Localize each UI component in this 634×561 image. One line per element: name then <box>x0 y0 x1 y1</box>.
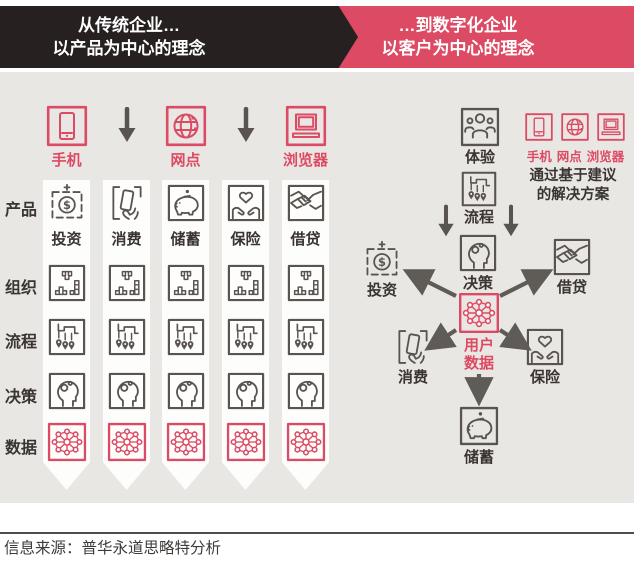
decision-icon <box>458 233 498 273</box>
process-icon <box>459 170 499 208</box>
mini-channel-labels: 手机 网点 浏览器 <box>517 146 634 165</box>
invest-label: 投资 <box>366 282 397 299</box>
decision-label: 决策 <box>462 275 493 292</box>
channel-label-browser: 浏览器 <box>282 152 328 169</box>
data-network-icon <box>285 421 327 463</box>
process-icon <box>166 317 206 357</box>
consume-icon <box>393 327 433 367</box>
phone-icon <box>45 104 89 148</box>
decision-icon <box>47 371 87 411</box>
banner-traditional-line2: 以产品为中心的理念 <box>52 39 206 58</box>
process-label: 流程 <box>463 209 494 226</box>
globe-icon <box>164 104 208 148</box>
channel-label-branch: 网点 <box>170 152 201 169</box>
handshake-icon <box>552 237 592 277</box>
process-icon <box>47 317 87 357</box>
consume-label: 消费 <box>397 369 428 386</box>
data-network-icon <box>46 421 88 463</box>
data-network-icon <box>106 421 148 463</box>
source-note: 信息来源：普华永道思略特分析 <box>4 540 222 557</box>
product-label-invest: 投资 <box>51 231 82 248</box>
down-arrow-icon <box>117 107 137 143</box>
process-icon <box>226 317 266 357</box>
footer-divider <box>0 532 634 534</box>
insurance-icon <box>525 327 565 367</box>
organization-icon <box>107 263 147 303</box>
invest-icon <box>362 240 402 280</box>
laptop-icon <box>284 104 328 148</box>
mini-label-phone: 手机 <box>526 150 552 164</box>
insurance-icon <box>226 183 266 223</box>
banner-digital-line2: 以客户为中心的理念 <box>381 39 535 58</box>
organization-icon <box>286 263 326 303</box>
process-icon <box>286 317 326 357</box>
product-label-savings: 储蓄 <box>170 231 201 248</box>
solution-line2: 的解决方案 <box>536 187 610 203</box>
experience-label: 体验 <box>464 149 495 166</box>
channel-label-phone: 手机 <box>51 152 82 169</box>
data-network-icon <box>225 421 267 463</box>
down-arrow-icon <box>502 204 520 238</box>
data-network-icon <box>165 421 207 463</box>
process-icon <box>107 317 147 357</box>
row-label-product: 产品 <box>5 202 38 219</box>
decision-icon <box>226 371 266 411</box>
row-label-data: 数据 <box>5 440 38 457</box>
insurance-label: 保险 <box>529 369 560 386</box>
product-label-loan: 借贷 <box>290 231 321 248</box>
loan-label: 借贷 <box>556 279 587 296</box>
savings-label: 储蓄 <box>463 449 494 466</box>
experience-icon <box>459 106 501 148</box>
user-data-label-line1: 用户 <box>463 337 494 354</box>
organization-icon <box>166 263 206 303</box>
consume-icon <box>107 183 147 223</box>
user-data-icon <box>457 291 501 335</box>
laptop-icon <box>596 112 626 142</box>
organization-icon <box>47 263 87 303</box>
handshake-icon <box>286 183 326 223</box>
decision-icon <box>107 371 147 411</box>
piggy-bank-icon <box>458 405 500 447</box>
invest-icon <box>47 183 87 223</box>
banner-digital <box>330 6 634 68</box>
row-label-process: 流程 <box>5 334 38 351</box>
decision-icon <box>166 371 206 411</box>
piggy-bank-icon <box>166 183 206 223</box>
banner-digital-text: …到数字化企业 以客户为中心的理念 <box>350 14 566 60</box>
user-data-label-line2: 数据 <box>463 355 494 372</box>
phone-icon <box>524 112 554 142</box>
banner-traditional <box>0 6 358 68</box>
banner-traditional-line1: 从传统企业… <box>78 16 180 35</box>
globe-icon <box>560 112 590 142</box>
row-label-organization: 组织 <box>5 280 38 297</box>
down-arrow-icon <box>236 107 256 143</box>
mini-label-branch: 网点 <box>556 150 582 164</box>
organization-icon <box>226 263 266 303</box>
mini-label-browser: 浏览器 <box>586 150 625 164</box>
down-arrow-icon <box>437 204 455 238</box>
decision-icon <box>286 371 326 411</box>
row-label-decision: 决策 <box>5 389 38 406</box>
solution-text: 通过基于建议 的解决方案 <box>514 167 632 205</box>
product-label-consume: 消费 <box>111 231 142 248</box>
product-label-insurance: 保险 <box>230 231 261 248</box>
banner-traditional-text: 从传统企业… 以产品为中心的理念 <box>0 14 258 60</box>
banner-digital-line1: …到数字化企业 <box>398 16 518 35</box>
solution-line1: 通过基于建议 <box>529 168 617 184</box>
